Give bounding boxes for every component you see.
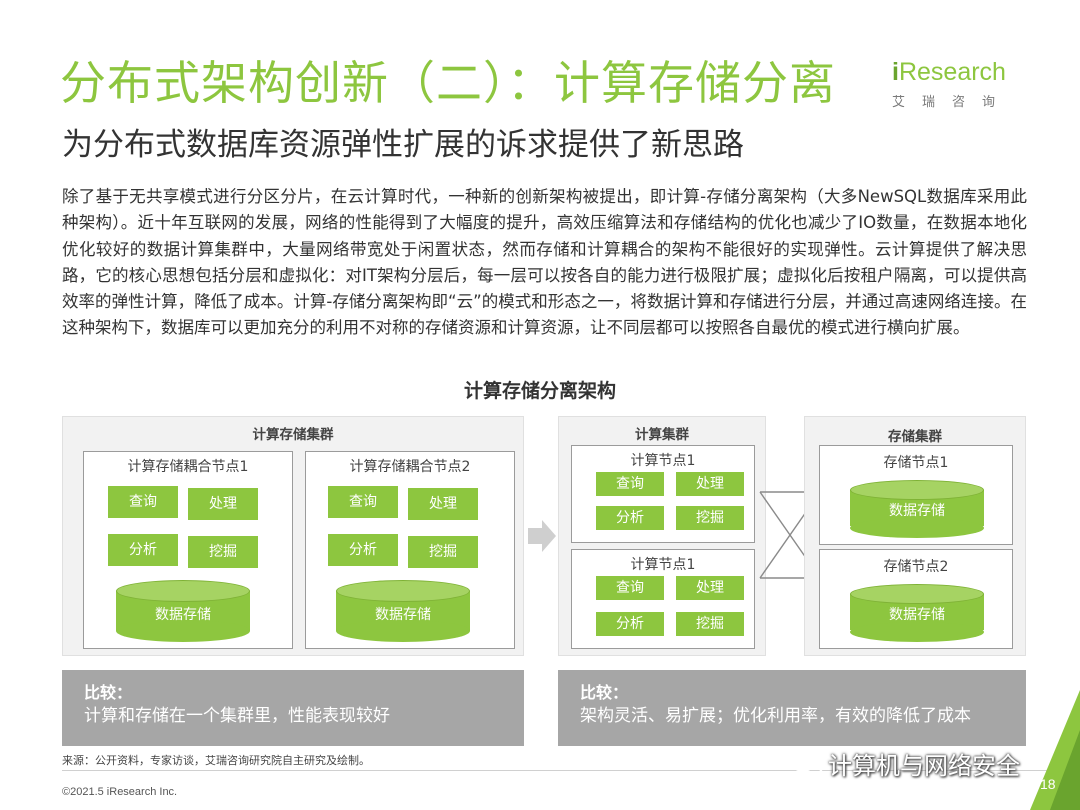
compute-node-1: 计算节点1 查询 处理 分析 挖掘 — [571, 445, 755, 543]
data-storage-cylinder: 数据存储 — [850, 480, 984, 538]
analyze-block: 分析 — [596, 506, 664, 530]
node-title: 计算存储耦合节点2 — [349, 459, 471, 475]
query-block: 查询 — [596, 472, 664, 496]
node-title: 存储节点2 — [883, 559, 949, 575]
mine-block: 挖掘 — [676, 612, 744, 636]
page-subtitle: 为分布式数据库资源弹性扩展的诉求提供了新思路 — [62, 127, 744, 163]
right-arrow-icon — [528, 520, 556, 552]
storage-label: 数据存储 — [375, 607, 431, 623]
coupled-cluster-panel: 计算存储集群 计算存储耦合节点1 查询 处理 分析 挖掘 数据存储 计算存储耦合… — [62, 416, 524, 656]
coupled-node-2: 计算存储耦合节点2 查询 处理 分析 挖掘 数据存储 — [305, 451, 515, 649]
data-storage-cylinder: 数据存储 — [336, 580, 470, 642]
node-title: 计算节点1 — [630, 557, 696, 573]
compare-text: 计算和存储在一个集群里，性能表现较好 — [84, 706, 390, 726]
storage-label: 数据存储 — [889, 503, 945, 519]
logo-wordmark: iResearch — [892, 58, 1006, 86]
data-storage-cylinder: 数据存储 — [116, 580, 250, 642]
process-block: 处理 — [676, 576, 744, 600]
node-title: 计算存储耦合节点1 — [127, 459, 249, 475]
coupled-node-1: 计算存储耦合节点1 查询 处理 分析 挖掘 数据存储 — [83, 451, 293, 649]
watermark-text: 计算机与网络安全 — [828, 752, 1020, 780]
storage-label: 数据存储 — [155, 607, 211, 623]
process-block: 处理 — [188, 488, 258, 520]
storage-cluster-title: 存储集群 — [888, 429, 942, 445]
compare-text: 架构灵活、易扩展；优化利用率，有效的降低了成本 — [580, 706, 971, 726]
compare-heading: 比较： — [580, 683, 629, 702]
compare-heading: 比较： — [84, 683, 133, 702]
wechat-icon — [791, 752, 823, 776]
storage-node-1: 存储节点1 数据存储 — [819, 445, 1013, 545]
wechat-watermark: 计算机与网络安全 — [790, 746, 1020, 781]
data-storage-cylinder: 数据存储 — [850, 584, 984, 642]
query-block: 查询 — [328, 486, 398, 518]
compare-box-coupled: 比较： 计算和存储在一个集群里，性能表现较好 — [62, 670, 524, 746]
footer-divider — [62, 770, 1078, 771]
storage-node-2: 存储节点2 数据存储 — [819, 549, 1013, 649]
mine-block: 挖掘 — [408, 536, 478, 568]
mine-block: 挖掘 — [188, 536, 258, 568]
node-title: 存储节点1 — [883, 455, 949, 471]
compute-cluster-panel: 计算集群 计算节点1 查询 处理 分析 挖掘 计算节点1 查询 处理 分析 挖掘 — [558, 416, 766, 656]
query-block: 查询 — [596, 576, 664, 600]
page-number: 18 — [1040, 776, 1056, 792]
corner-decoration — [1030, 690, 1080, 810]
mine-block: 挖掘 — [676, 506, 744, 530]
analyze-block: 分析 — [108, 534, 178, 566]
diagram-title: 计算存储分离架构 — [463, 380, 616, 402]
analyze-block: 分析 — [328, 534, 398, 566]
coupled-cluster-title: 计算存储集群 — [252, 427, 334, 443]
process-block: 处理 — [408, 488, 478, 520]
compute-node-2: 计算节点1 查询 处理 分析 挖掘 — [571, 549, 755, 649]
body-paragraph: 除了基于无共享模式进行分区分片，在云计算时代，一种新的创新架构被提出，即计算-存… — [62, 187, 1027, 338]
query-block: 查询 — [108, 486, 178, 518]
storage-label: 数据存储 — [889, 607, 945, 623]
analyze-block: 分析 — [596, 612, 664, 636]
node-title: 计算节点1 — [630, 453, 696, 469]
iresearch-logo: iResearch 艾瑞咨询 — [892, 58, 1032, 111]
compute-cluster-title: 计算集群 — [635, 427, 689, 443]
copyright: ©2021.5 iResearch Inc. — [62, 786, 178, 798]
source-note: 来源：公开资料，专家访谈，艾瑞咨询研究院自主研究及绘制。 — [62, 754, 370, 767]
process-block: 处理 — [676, 472, 744, 496]
storage-cluster-panel: 存储集群 存储节点1 数据存储 存储节点2 数据存储 — [804, 416, 1026, 656]
page-title: 分布式架构创新（二）：计算存储分离 — [60, 56, 836, 110]
compare-box-separated: 比较： 架构灵活、易扩展；优化利用率，有效的降低了成本 — [558, 670, 1026, 746]
logo-subtext: 艾瑞咨询 — [892, 95, 1013, 110]
